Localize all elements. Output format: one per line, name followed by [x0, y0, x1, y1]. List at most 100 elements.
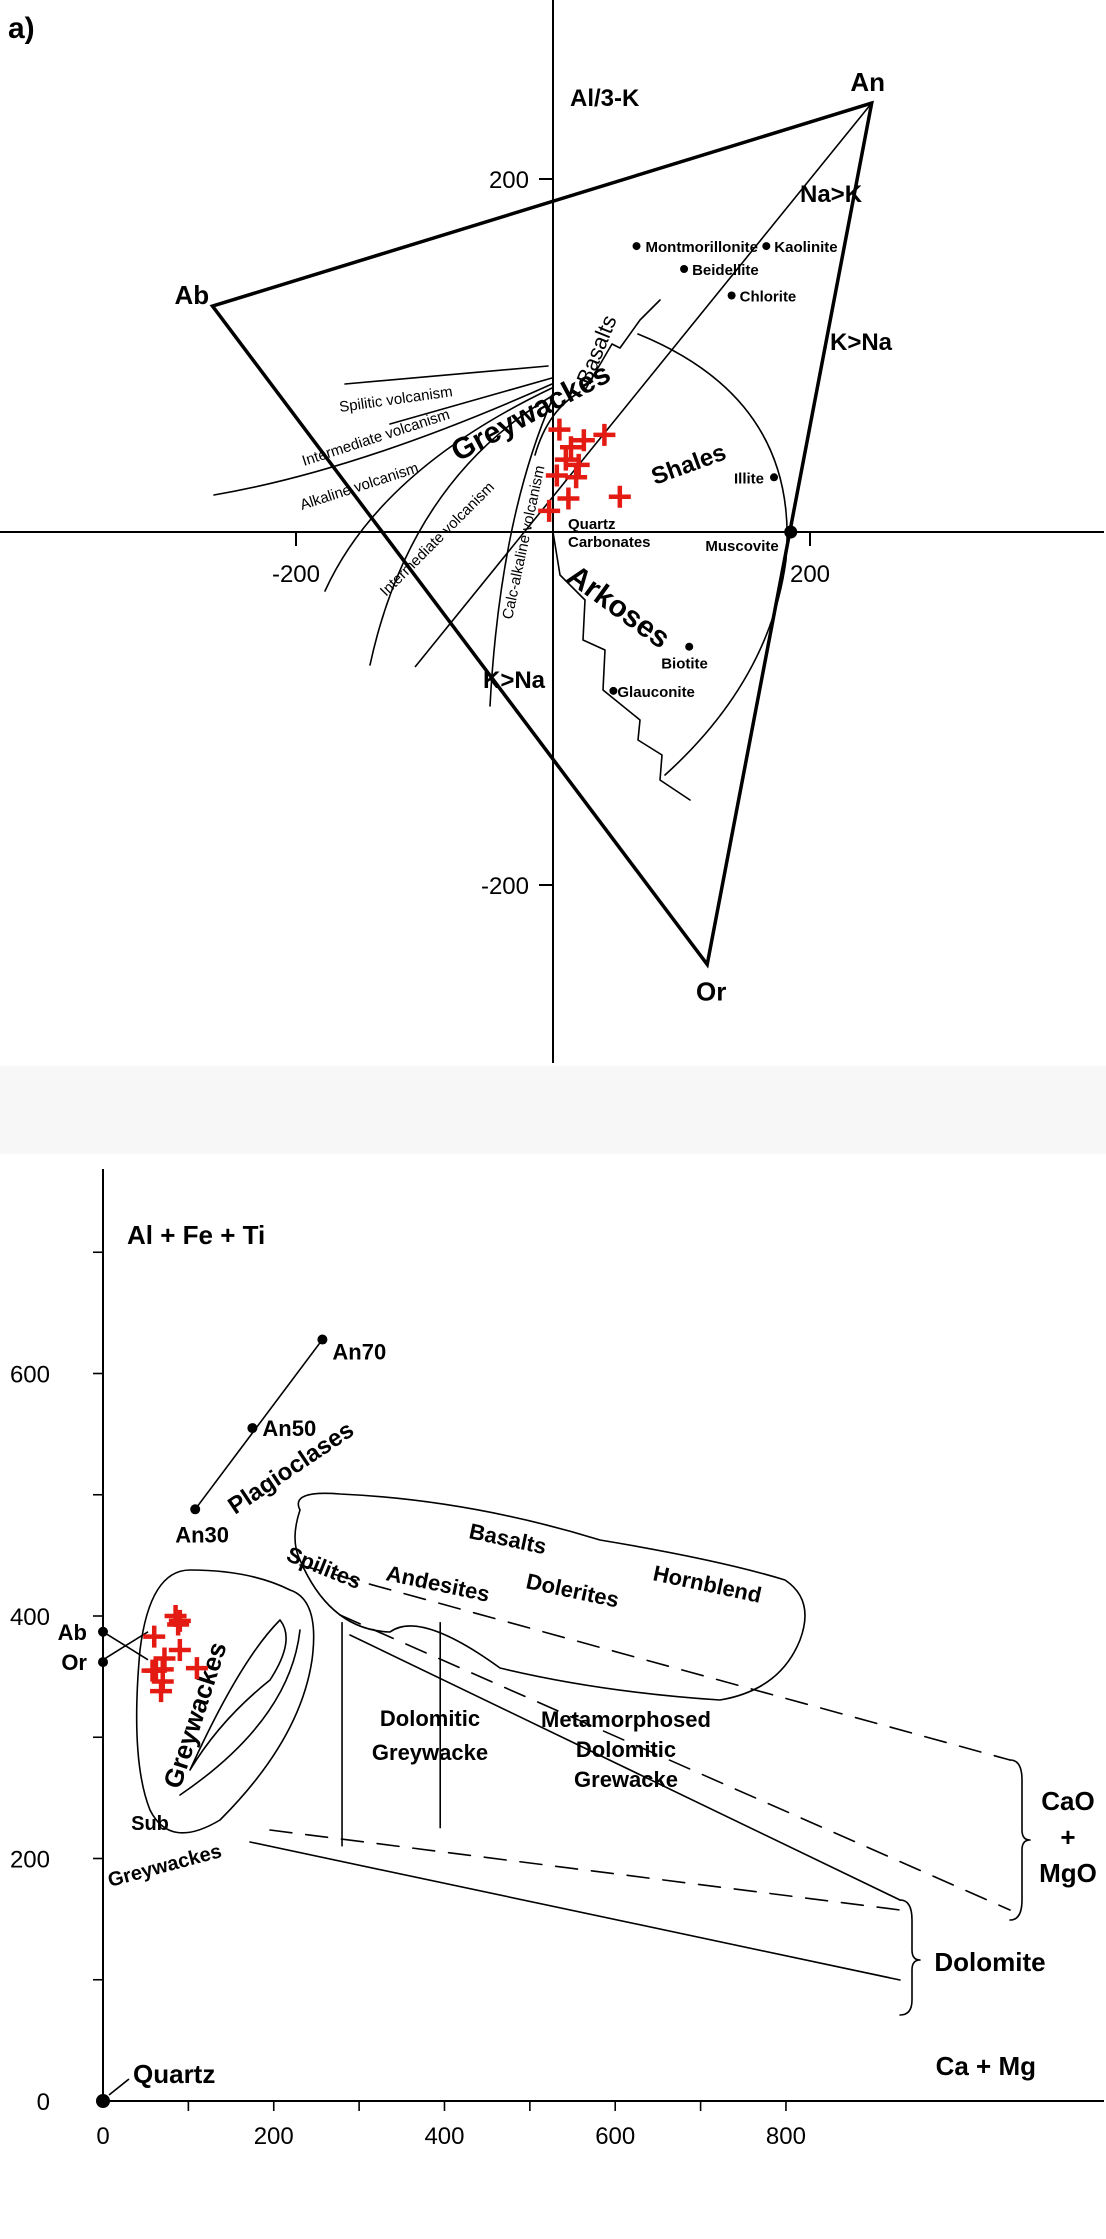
- trend-label: Intermediate volcanism: [300, 406, 452, 470]
- greywacke-inner-curve-2: [179, 1629, 301, 1796]
- trend-label: Calc-alkaline volcanism: [499, 464, 548, 621]
- field-label-b: Grewacke: [574, 1767, 678, 1792]
- trend-alkaline: [213, 383, 553, 496]
- point-label-or: Or: [61, 1650, 87, 1675]
- sample-point-b: [150, 1680, 173, 1703]
- sample-point-a: [538, 499, 561, 522]
- dolomitic-trend: [339, 1614, 1011, 1911]
- greywacke-outer-ellipse: [135, 1569, 315, 1834]
- field-label-b: Greywackes: [106, 1840, 224, 1891]
- upper-trend: [299, 1564, 1011, 1761]
- field-label-b: Metamorphosed: [541, 1707, 711, 1732]
- an-diagonal: [414, 102, 873, 668]
- point-label-an50: An50: [262, 1416, 316, 1441]
- mineral-dot-chlorite: [727, 291, 736, 300]
- lower-trend: [269, 1829, 901, 1911]
- field-label-a: K>Na: [830, 329, 893, 356]
- x-axis-title-b: Ca + Mg: [936, 2051, 1036, 2081]
- greywacke-envelope: [534, 391, 581, 456]
- mineral-label-illite: Illite: [734, 470, 764, 487]
- field-label-b: Sub: [131, 1813, 169, 1835]
- mineral-label-muscovite: Muscovite: [705, 538, 778, 555]
- mineral-dot-kaolinite: [762, 242, 771, 251]
- sample-point-b: [185, 1657, 208, 1680]
- dolomite-line: [249, 1841, 901, 1981]
- sample-point-a: [559, 436, 582, 459]
- mineral-label-glauconite: Glauconite: [617, 684, 695, 701]
- vertex-label-or: Or: [696, 976, 726, 1006]
- field-label-b: Greywacke: [372, 1740, 488, 1765]
- y-axis-title-b: Al + Fe + Ti: [127, 1220, 265, 1250]
- y-tick-label-b: 600: [10, 1362, 50, 1389]
- point-label-an30: An30: [175, 1522, 229, 1547]
- y-tick-label-a: 200: [489, 167, 529, 194]
- sample-point-a: [608, 485, 631, 508]
- sample-point-a: [545, 464, 568, 487]
- sample-point-a: [557, 487, 580, 510]
- sample-point-a: [572, 429, 595, 452]
- dolomite-brace: [899, 1899, 921, 2016]
- y-tick-label-b: 0: [37, 2089, 50, 2116]
- trend-calc-alkaline-2: [489, 399, 553, 707]
- plagioclase-line: [194, 1339, 324, 1510]
- panel-b-chart: 02004006008000200400600800Al + Fe + TiCa…: [10, 1119, 1104, 2150]
- shale-arc: [637, 333, 788, 776]
- trend-spilitic: [344, 365, 549, 385]
- ternary-triangle: [209, 100, 874, 969]
- mineral-label-quartz: Quartz: [568, 516, 616, 533]
- field-label-b: Dolomite: [934, 1947, 1045, 1977]
- ab-leader-2: [102, 1631, 149, 1661]
- field-label-b: +: [1060, 1822, 1075, 1852]
- field-label-a: Shales: [648, 439, 730, 491]
- field-label-b: Spilites: [283, 1541, 365, 1593]
- point-quartz: [96, 2094, 110, 2108]
- x-tick-label-b: 200: [254, 2123, 294, 2150]
- point-label-ab: Ab: [58, 1620, 87, 1645]
- y-tick-label-a: -200: [481, 873, 529, 900]
- trend-intermediate-2: [324, 387, 553, 592]
- x-tick-label-b: 400: [424, 2123, 464, 2150]
- mineral-label-biotite: Biotite: [661, 656, 708, 673]
- metamorphosed-line: [349, 1634, 901, 1901]
- quartz-leader: [108, 2078, 130, 2096]
- field-label-a: K>Na: [483, 667, 546, 694]
- mineral-label-carbonates: Carbonates: [568, 534, 651, 551]
- igneous-envelope: [294, 1492, 806, 1701]
- trend-calc-alkaline: [369, 395, 553, 666]
- basalt-boundary: [584, 299, 661, 391]
- x-tick-label-a: -200: [272, 561, 320, 588]
- field-label-b: Hornblend: [651, 1560, 764, 1607]
- field-label-b: CaO: [1041, 1786, 1094, 1816]
- sample-point-a: [554, 448, 577, 471]
- mineral-dot-beidellite: [680, 265, 689, 274]
- point-label-quartz: Quartz: [133, 2059, 215, 2089]
- field-label-b: Dolerites: [524, 1568, 621, 1612]
- mineral-label-beidellite: Beidellite: [692, 262, 759, 279]
- field-label-b: Basalts: [467, 1518, 549, 1559]
- field-label-b: Dolomitic: [576, 1737, 676, 1762]
- sample-point-b: [143, 1625, 166, 1648]
- x-tick-label-b: 800: [766, 2123, 806, 2150]
- sample-point-a: [548, 418, 571, 441]
- y-axis-title-a: Al/3-K: [570, 85, 640, 112]
- sample-point-b: [167, 1613, 190, 1636]
- mineral-dot-glauconite: [609, 686, 618, 695]
- y-tick-label-b: 400: [10, 1604, 50, 1631]
- y-tick-label-b: 200: [10, 1847, 50, 1874]
- trend-intermediate-1: [389, 377, 553, 425]
- sample-point-a: [593, 423, 616, 446]
- field-label-b: Andesites: [384, 1560, 492, 1606]
- field-label-a: Basalts: [571, 312, 621, 388]
- field-label-a: Na>K: [800, 181, 863, 208]
- point-label-an70: An70: [332, 1340, 386, 1365]
- mineral-label-montmorillonite: Montmorillonite: [646, 239, 759, 256]
- mineral-dot-biotite: [685, 642, 694, 651]
- mineral-label-chlorite: Chlorite: [740, 288, 797, 305]
- trend-label: Intermediate volcanism: [377, 479, 498, 600]
- sample-point-b: [141, 1659, 164, 1682]
- greywacke-inner-curve: [189, 1619, 287, 1771]
- point-or: [98, 1657, 108, 1668]
- sample-point-a: [565, 466, 588, 489]
